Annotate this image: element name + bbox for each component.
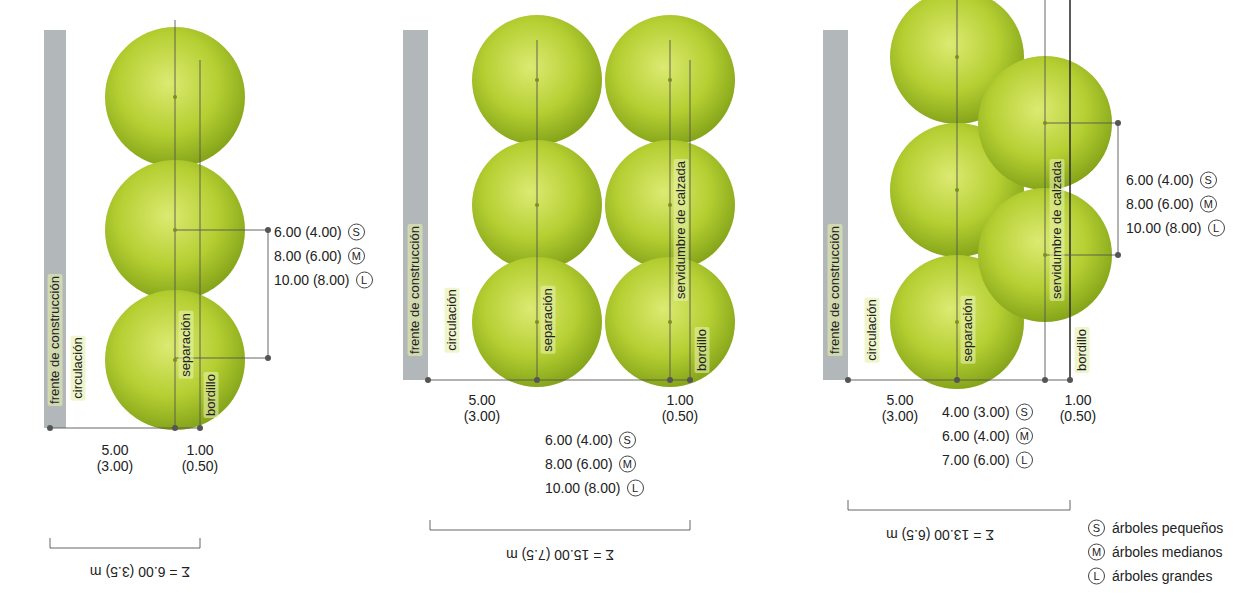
building-front-label: frente de construcción bbox=[48, 274, 63, 406]
dimension-dots bbox=[47, 120, 1121, 431]
building-front bbox=[44, 30, 66, 428]
dimension-label: 8.00 (6.00) bbox=[545, 456, 613, 472]
size-letter: S bbox=[348, 224, 365, 241]
tree-crowns bbox=[105, 0, 1112, 430]
dimension-label: 1.00 (0.50) bbox=[176, 442, 224, 474]
dimension-label: 7.00 (6.00) bbox=[942, 452, 1010, 468]
dimension-label: 6.00 (4.00) bbox=[274, 224, 342, 240]
legend-text: árboles medianos bbox=[1112, 544, 1223, 560]
dimension-label: 1.00 (0.50) bbox=[656, 392, 704, 424]
size-letter: M bbox=[1088, 544, 1105, 561]
zone-label: separación bbox=[179, 311, 194, 379]
zone-label: servidumbre de calzada bbox=[674, 159, 689, 301]
dimension-label: 6.00 (4.00) bbox=[545, 432, 613, 448]
size-letter: M bbox=[348, 248, 365, 265]
zone-label: circulación bbox=[445, 287, 460, 352]
zone-label: separación bbox=[541, 286, 556, 354]
size-letter: M bbox=[1016, 428, 1033, 445]
size-letter: L bbox=[1088, 568, 1105, 585]
size-letter: S bbox=[1200, 172, 1217, 189]
dimension-label: 4.00 (3.00) bbox=[942, 404, 1010, 420]
size-letter: L bbox=[1208, 220, 1225, 237]
dimension-label: 6.00 (4.00) bbox=[1126, 172, 1194, 188]
zone-label: bordillo bbox=[695, 327, 710, 373]
sum-label: Σ = 15.00 (7.5) m bbox=[506, 547, 614, 563]
dimension-label: 6.00 (4.00) bbox=[942, 428, 1010, 444]
size-letter: M bbox=[1200, 196, 1217, 213]
zone-label: bordillo bbox=[1075, 327, 1090, 373]
sum-label: Σ = 13.00 (6.5) m bbox=[886, 527, 994, 543]
dimension-label: 10.00 (8.00) bbox=[274, 272, 350, 288]
dimension-label: 5.00 (3.00) bbox=[876, 392, 924, 424]
dimension-label: 8.00 (6.00) bbox=[274, 248, 342, 264]
zone-label: bordillo bbox=[204, 372, 219, 418]
dimension-label: 10.00 (8.00) bbox=[545, 480, 621, 496]
zone-label: circulación bbox=[865, 297, 880, 362]
size-letter: S bbox=[619, 432, 636, 449]
legend-text: árboles pequeños bbox=[1112, 520, 1223, 536]
building-front bbox=[403, 30, 428, 380]
size-letter: S bbox=[1088, 520, 1105, 537]
building-front-label: frente de construcción bbox=[408, 224, 423, 356]
size-letter: L bbox=[356, 272, 373, 289]
reference-lines bbox=[50, 0, 1118, 548]
zone-label: servidumbre de calzada bbox=[1050, 159, 1065, 301]
building-front-label: frente de construcción bbox=[828, 224, 843, 356]
dimension-label: 5.00 (3.00) bbox=[91, 442, 139, 474]
legend-text: árboles grandes bbox=[1112, 568, 1212, 584]
zone-label: separación bbox=[961, 296, 976, 364]
zone-label: circulación bbox=[71, 335, 86, 400]
dimension-label: 8.00 (6.00) bbox=[1126, 196, 1194, 212]
size-letter: L bbox=[1016, 452, 1033, 469]
dimension-label: 10.00 (8.00) bbox=[1126, 220, 1202, 236]
size-letter: L bbox=[627, 480, 644, 497]
sum-label: Σ = 6.00 (3.5) m bbox=[90, 564, 190, 580]
dimension-label: 5.00 (3.00) bbox=[458, 392, 506, 424]
dimension-label: 1.00 (0.50) bbox=[1054, 392, 1102, 424]
size-letter: M bbox=[619, 456, 636, 473]
size-letter: S bbox=[1016, 404, 1033, 421]
tree-centres bbox=[173, 55, 1047, 362]
building-front bbox=[823, 30, 848, 380]
